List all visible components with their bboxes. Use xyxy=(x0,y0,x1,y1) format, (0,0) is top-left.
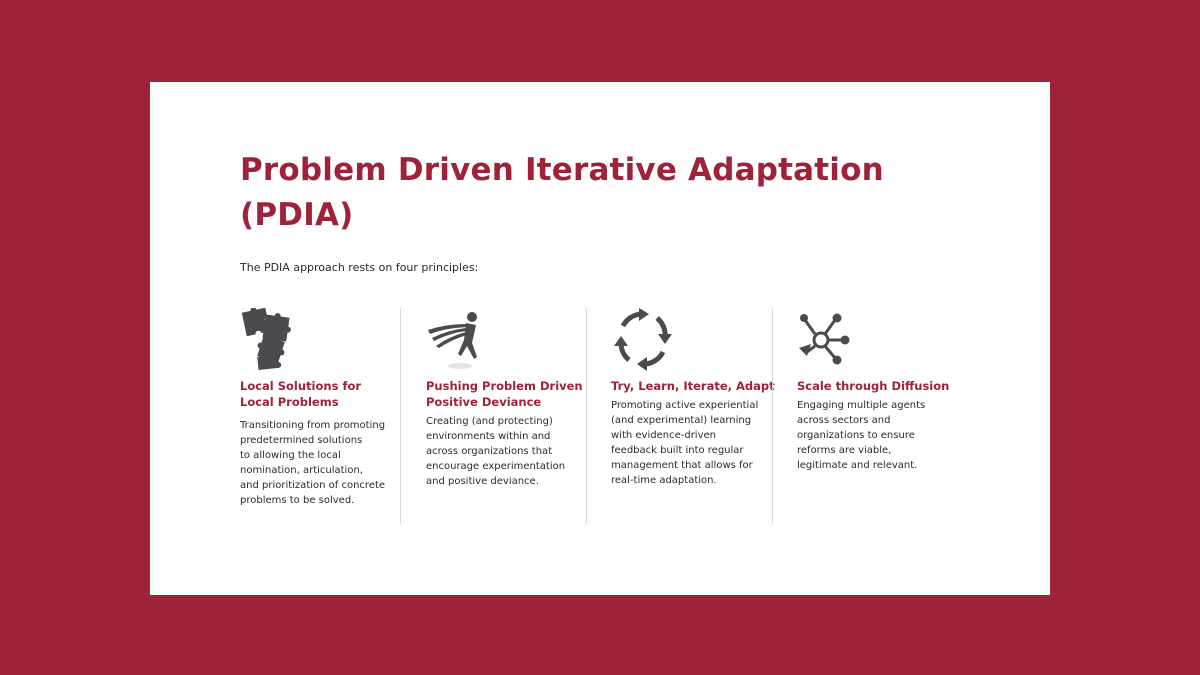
principle-heading: Scale through Diffusion xyxy=(797,379,950,393)
content-card: Problem Driven Iterative Adaptation (PDI… xyxy=(150,82,1050,595)
principle-heading: Try, Learn, Iterate, Adapt xyxy=(611,379,775,393)
principle-description: Creating (and protecting) environments w… xyxy=(426,416,566,487)
diffusion-network-icon xyxy=(799,313,850,365)
principle-description: Engaging multiple agents across sectors … xyxy=(797,400,926,471)
page-title: Problem Driven Iterative Adaptation (PDI… xyxy=(240,152,884,233)
runner-icon xyxy=(428,312,477,369)
column-divider xyxy=(586,308,587,524)
principle-description: Transitioning from promoting predetermin… xyxy=(240,420,386,506)
principle-description: Promoting active experiential (and exper… xyxy=(611,400,759,486)
column-divider xyxy=(772,308,773,524)
principle-heading: Pushing Problem Driven Positive Deviance xyxy=(426,379,583,409)
principle-heading: Local Solutions for Local Problems xyxy=(240,379,362,409)
intro-text: The PDIA approach rests on four principl… xyxy=(240,261,479,274)
column-divider xyxy=(400,308,401,524)
puzzle-pieces-icon xyxy=(241,308,291,371)
cycle-arrows-icon xyxy=(614,308,672,371)
